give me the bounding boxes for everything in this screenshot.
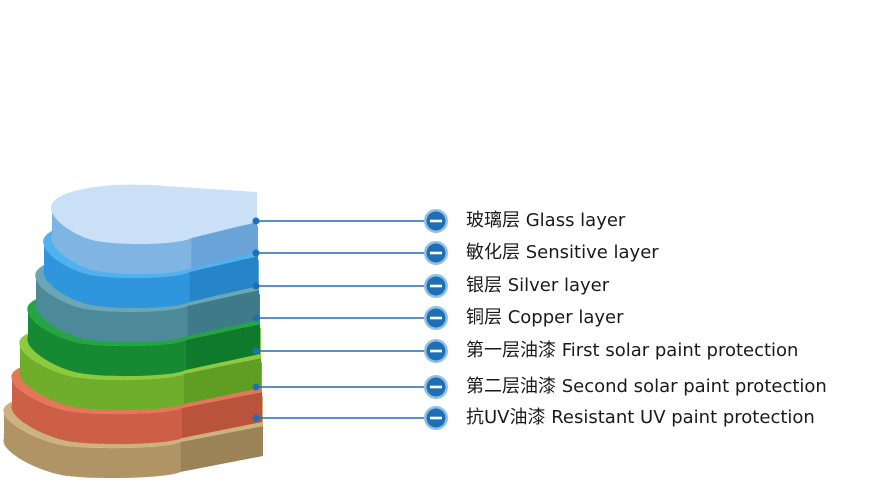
layer-side-face [182, 392, 262, 438]
layer-label: 第一层油漆 First solar paint protection [466, 340, 799, 361]
layer-front-face [35, 272, 188, 343]
connectors [252, 209, 448, 430]
connector-dot [252, 249, 260, 257]
connector-dot [252, 383, 260, 391]
layer-side-face [189, 256, 258, 302]
connector-dot [252, 282, 260, 290]
layer-front-face [3, 408, 181, 479]
layer-front-face [43, 238, 190, 309]
layer-side-face [180, 426, 263, 472]
layer-front-face [19, 340, 184, 411]
layer-front-face [11, 374, 183, 445]
minus-glyph [430, 349, 442, 353]
connector-dot [252, 314, 260, 322]
connector-dot [252, 347, 260, 355]
minus-glyph [430, 284, 442, 288]
minus-glyph [430, 316, 442, 320]
layer-side-face [183, 358, 261, 404]
layer-side-face [191, 222, 257, 268]
connector-dot [252, 414, 260, 422]
minus-glyph [430, 219, 442, 223]
layer-side-face [185, 324, 260, 370]
connector-dot [252, 217, 260, 225]
minus-glyph [430, 385, 442, 389]
layer-front-face [27, 306, 186, 377]
minus-glyph [430, 416, 442, 420]
layer-side-face [187, 290, 259, 336]
layer-label: 铜层 Copper layer [466, 307, 624, 328]
layer-top-face [51, 184, 258, 245]
layer-front-face [51, 204, 192, 275]
minus-glyph [430, 251, 442, 255]
layer-label: 银层 Silver layer [466, 275, 610, 296]
layer-slab [51, 184, 258, 275]
layer-label: 敏化层 Sensitive layer [466, 242, 659, 263]
layer-label: 抗UV油漆 Resistant UV paint protection [466, 407, 815, 428]
layer-stack [3, 184, 263, 479]
layer-label: 第二层油漆 Second solar paint protection [466, 376, 827, 397]
layer-label: 玻璃层 Glass layer [466, 210, 626, 231]
